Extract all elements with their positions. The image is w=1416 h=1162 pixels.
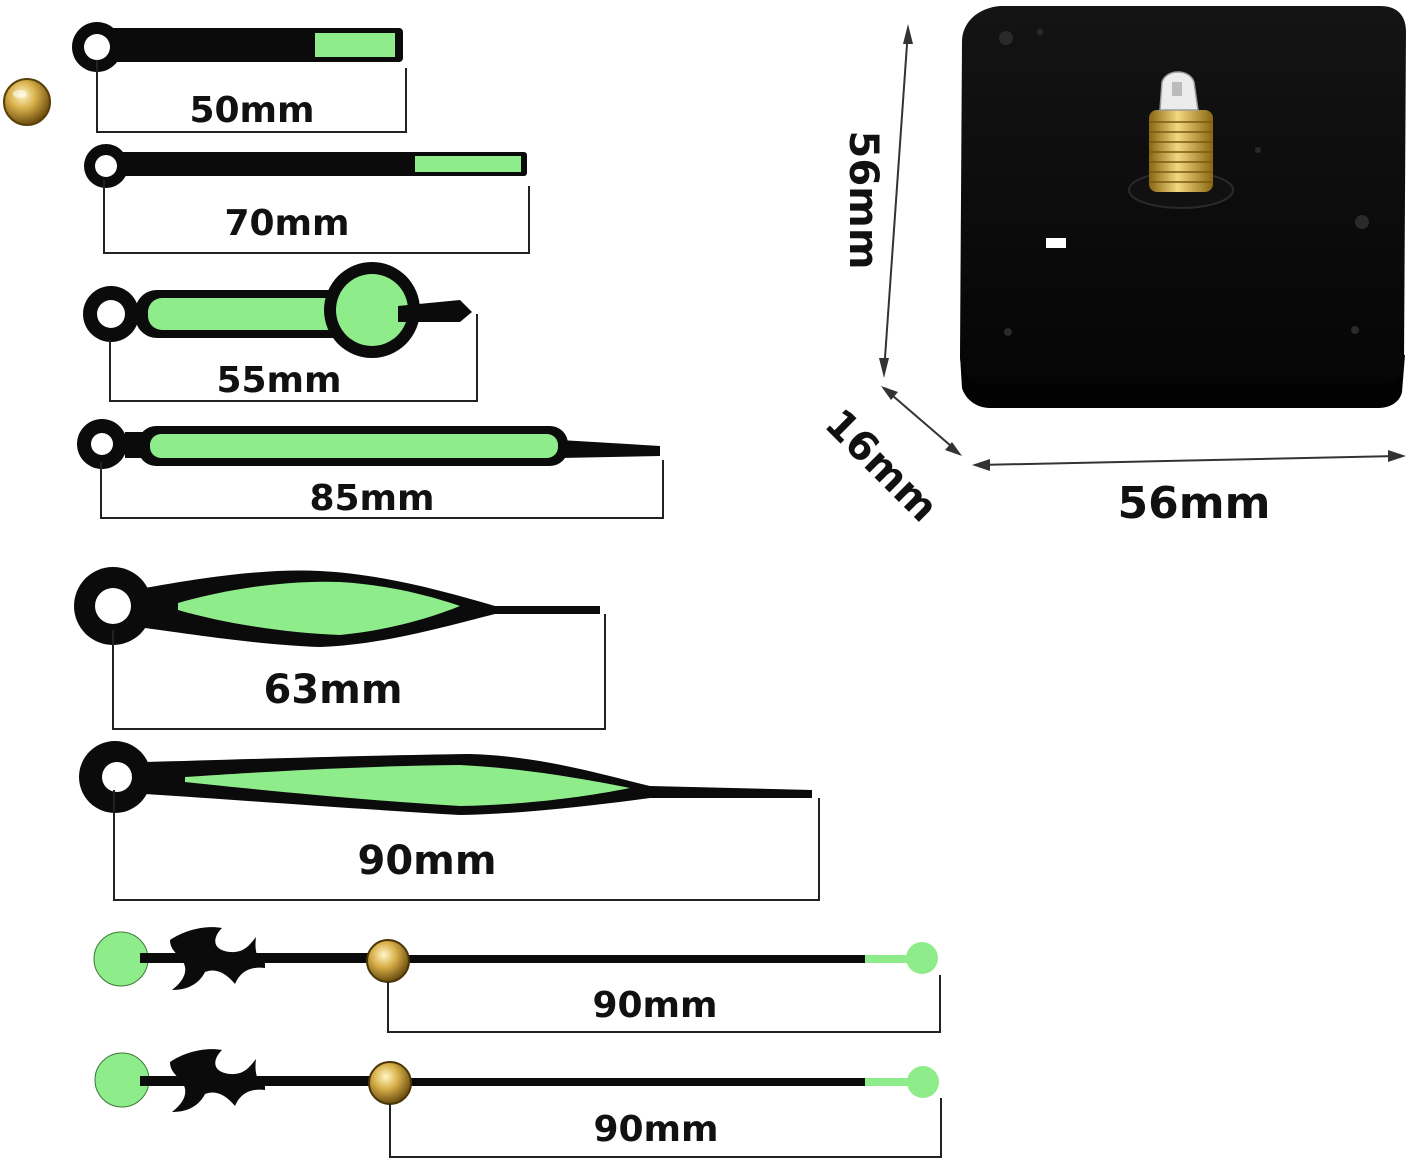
hand-8-length-label: 90mm — [593, 1109, 718, 1150]
movement-dimensions — [879, 24, 1406, 471]
hand-6: 90mm — [79, 741, 820, 901]
hand-3: 55mm — [83, 262, 478, 402]
hand-2: 70mm — [84, 144, 530, 254]
clock-movement-icon — [960, 6, 1406, 408]
brass-cap-nut-icon — [3, 78, 51, 126]
movement-height-label: 56mm — [840, 130, 886, 269]
hand-2-length-label: 70mm — [224, 203, 349, 244]
hand-5: 63mm — [74, 567, 606, 730]
hand-1-length-label: 50mm — [189, 90, 314, 131]
movement-depth-label: 16mm — [816, 400, 947, 531]
movement-width-label: 56mm — [1118, 478, 1271, 529]
hand-6-length-label: 90mm — [357, 838, 496, 884]
hand-5-length-label: 63mm — [263, 667, 402, 713]
hand-7-length-label: 90mm — [592, 985, 717, 1026]
hand-3-length-label: 55mm — [216, 360, 341, 401]
hand-7: 90mm — [93, 927, 941, 1033]
hand-4: 85mm — [77, 419, 664, 519]
hand-4-length-label: 85mm — [309, 478, 434, 519]
hand-1: 50mm — [72, 22, 407, 133]
hand-8: 90mm — [94, 1049, 942, 1158]
